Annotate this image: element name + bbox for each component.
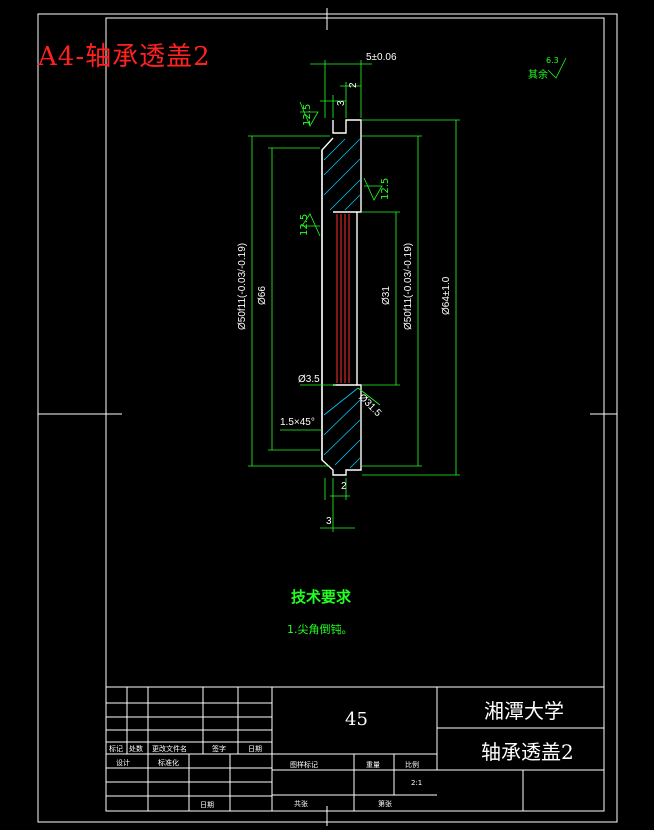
- dim-top-thickness: 5±0.06: [366, 52, 397, 63]
- dim-bottom-2: 2: [341, 481, 347, 492]
- dim-chamfer: 1.5×45°: [280, 417, 315, 428]
- tb-scale: 2:1: [411, 779, 423, 787]
- title-block-lines: [105, 686, 605, 812]
- tb-sheet: 第张: [378, 800, 392, 808]
- dim-dia-66: Ø66: [257, 286, 268, 305]
- default-roughness-value: 6.3: [546, 56, 559, 65]
- tb-row-count: 处数: [129, 745, 143, 753]
- dim-right-fit: Ø50f11(-0.03/-0.19): [403, 242, 414, 330]
- dim-dia-31: Ø31: [381, 286, 392, 305]
- dim-outer-left: Ø50f11(-0.03/-0.19): [237, 242, 248, 330]
- tb-stage: 图样标记: [290, 761, 318, 769]
- dimension-lines: [248, 57, 567, 532]
- tb-school: 湘潭大学: [484, 699, 564, 723]
- tb-row-sign: 签字: [212, 745, 226, 753]
- tb-weight: 重量: [366, 761, 380, 769]
- section-hatch: [323, 138, 361, 469]
- inner-frame: [105, 17, 605, 812]
- default-roughness-label: 其余: [528, 70, 548, 81]
- tech-req-title: 技术要求: [291, 588, 352, 606]
- part-section: [321, 119, 362, 476]
- tb-sheets: 共张: [294, 800, 308, 808]
- tb-row-file: 更改文件名: [152, 745, 187, 753]
- tb-std: 标准化: [158, 759, 179, 767]
- dim-hub-step: 3: [336, 100, 347, 106]
- sheet-title: A4-轴承透盖2: [38, 42, 211, 72]
- bore-grooves: [336, 214, 350, 383]
- tb-row-mark: 标记: [109, 745, 123, 753]
- tb-part-name: 轴承透盖2: [481, 740, 574, 764]
- tb-row-date: 日期: [248, 745, 262, 753]
- dim-groove: Ø3.5: [298, 374, 320, 385]
- rough-right: 12.5: [380, 177, 391, 200]
- tb-date: 日期: [200, 801, 214, 809]
- rough-bore: 12.5: [299, 213, 310, 236]
- rough-top: 12.5: [302, 103, 313, 126]
- dim-total: Ø64±1.0: [441, 276, 452, 315]
- tb-design: 设计: [116, 759, 130, 767]
- tb-scale-label: 比例: [405, 761, 419, 769]
- dim-bottom-3: 3: [326, 516, 332, 527]
- tech-req-item: 1.尖角倒钝。: [287, 623, 353, 636]
- tb-material: 45: [345, 709, 368, 730]
- dim-flange-step: 2: [348, 82, 359, 88]
